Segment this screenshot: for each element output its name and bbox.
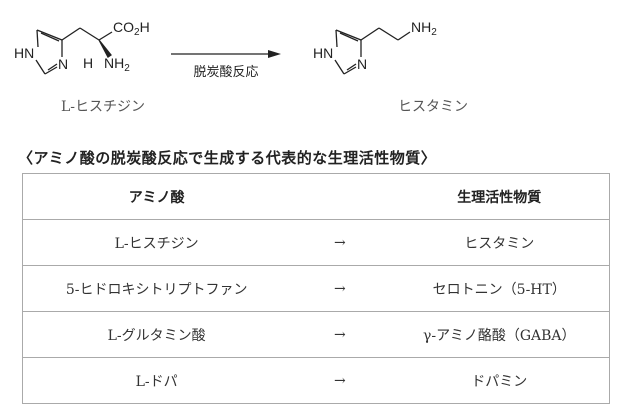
reactant-hn-label: HN [14, 45, 34, 61]
product-hn-label: HN [313, 45, 333, 61]
histamine-structure [334, 27, 411, 75]
table-row: L-ヒスチジン → ヒスタミン [22, 219, 610, 266]
header-bioactive: 生理活性物質 [389, 173, 610, 220]
product-cell: セロトニン（5-HT） [389, 265, 610, 312]
product-nh2-label: NH2 [411, 19, 437, 38]
reactant-n-label: N [58, 56, 68, 72]
product-name: ヒスタミン [398, 99, 468, 115]
reactant-h-label: H [83, 55, 93, 71]
reactant-nh2-label: NH2 [104, 55, 130, 74]
table-header-row: アミノ酸 生理活性物質 [22, 173, 610, 220]
product-cell: γ-アミノ酪酸（GABA） [389, 311, 610, 358]
amino-acid-cell: L-ヒスチジン [22, 219, 291, 266]
reaction-scheme: HN N H NH2 CO2H 脱炭酸反応 HN N NH2 [14, 19, 437, 80]
product-cell: ヒスタミン [389, 219, 610, 266]
header-amino-acid: アミノ酸 [22, 173, 291, 220]
amino-acid-cell: L-ドパ [22, 357, 291, 404]
table-row: L-グルタミン酸 → γ-アミノ酪酸（GABA） [22, 311, 610, 358]
table-title: 〈アミノ酸の脱炭酸反応で生成する代表的な生理活性物質〉 [18, 149, 437, 167]
product-n-label: N [357, 56, 367, 72]
table-row: L-ドパ → ドパミン [22, 357, 610, 404]
reactant-co2h-label: CO2H [113, 19, 150, 38]
arrow-cell: → [290, 219, 390, 266]
arrow-cell: → [290, 357, 390, 404]
product-cell: ドパミン [389, 357, 610, 404]
arrow-cell: → [290, 265, 390, 312]
histidine-structure [35, 27, 113, 75]
amino-acid-cell: L-グルタミン酸 [22, 311, 291, 358]
amino-acid-cell: 5-ヒドロキシトリプトファン [22, 265, 291, 312]
header-arrow [290, 173, 390, 220]
arrow-cell: → [290, 311, 390, 358]
reaction-arrow-icon [171, 50, 281, 58]
table-row: 5-ヒドロキシトリプトファン → セロトニン（5-HT） [22, 265, 610, 312]
decarboxylation-table: アミノ酸 生理活性物質 L-ヒスチジン → ヒスタミン 5-ヒドロキシトリプトフ… [22, 173, 610, 404]
reactant-name: L-ヒスチジン [60, 99, 146, 115]
arrow-label: 脱炭酸反応 [193, 65, 258, 80]
